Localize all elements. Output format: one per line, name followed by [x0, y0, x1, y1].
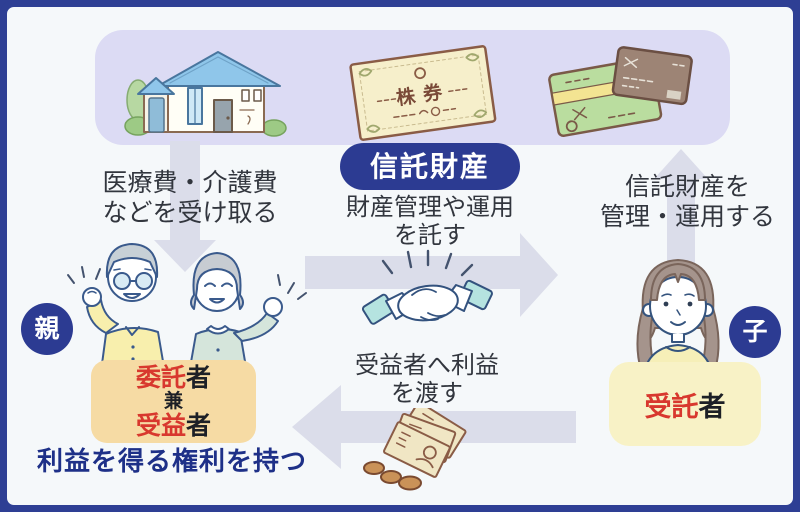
text-line: 財産管理や運用	[346, 193, 514, 221]
role-line: 受託者	[645, 385, 726, 424]
role-text-red: 受託	[644, 391, 699, 423]
text-line: 医療費・介護費	[102, 168, 278, 197]
text-line: などを受け取る	[102, 198, 278, 227]
flow-label-entrust: 財産管理や運用 を託す	[330, 193, 530, 249]
parent-couple-illustration	[67, 243, 307, 379]
flow-label-receive: 医療費・介護費 などを受け取る	[85, 168, 295, 228]
text-line: 管理・運用する	[599, 202, 775, 231]
parent-badge: 親	[21, 303, 73, 355]
role-text: 者	[186, 363, 212, 392]
handshake-icon	[362, 249, 493, 325]
role-text-red: 受益	[135, 411, 186, 440]
role-text: 者	[698, 391, 726, 423]
child-role-box: 受託者	[609, 362, 761, 446]
arrow-down-icon	[154, 141, 216, 272]
child-badge: 子	[729, 306, 781, 358]
money-icon	[363, 408, 467, 491]
parent-benefit-note: 利益を得る権利を持つ	[36, 447, 307, 477]
house-icon	[124, 51, 287, 137]
text-line: を渡す	[391, 379, 463, 407]
trust-assets-badge: 信託財産	[340, 143, 520, 190]
role-text-red: 委託	[135, 363, 186, 392]
role-line: 委託者	[136, 364, 211, 391]
text-line: を託す	[394, 221, 466, 249]
parent-role-box: 委託者 兼 受益者	[91, 360, 256, 443]
arrow-right-icon	[305, 233, 558, 317]
flow-label-manage: 信託財産を 管理・運用する	[590, 172, 785, 232]
role-text: 者	[186, 411, 212, 440]
flow-label-give-profit: 受益者へ利益 を渡す	[337, 351, 517, 407]
text-line: 信託財産を	[624, 172, 750, 201]
role-line: 兼	[163, 390, 183, 412]
stock-certificate-icon: 株券	[349, 45, 497, 141]
arrow-up-icon	[654, 149, 708, 268]
child-woman-illustration	[636, 259, 720, 385]
text-line: 受益者へ利益	[355, 351, 499, 379]
passbook-and-card-icon	[548, 46, 693, 138]
role-line: 受益者	[136, 412, 211, 439]
